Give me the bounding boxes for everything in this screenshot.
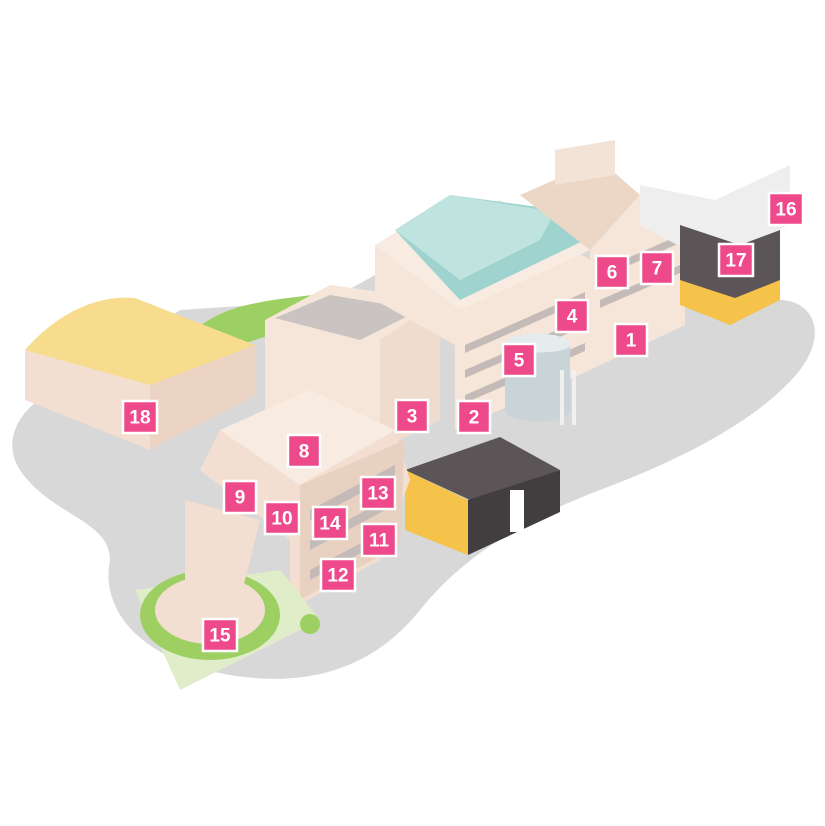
marker-label: 9 [235,488,246,509]
marker-9[interactable]: 9 [222,479,258,515]
marker-label: 18 [129,408,150,429]
marker-11[interactable]: 11 [360,522,398,558]
marker-8[interactable]: 8 [286,433,322,469]
marker-box [286,433,322,469]
marker-3[interactable]: 3 [394,398,430,434]
marker-label: 11 [369,531,390,552]
marker-13[interactable]: 13 [359,475,397,511]
marker-10[interactable]: 10 [263,500,301,536]
marker-box [554,298,590,334]
dark-annex [405,437,560,555]
marker-label: 17 [725,251,746,272]
marker-label: 13 [367,484,388,505]
marker-label: 3 [407,407,418,428]
marker-label: 12 [327,566,348,587]
marker-label: 7 [652,259,663,280]
marker-2[interactable]: 2 [456,399,492,435]
marker-box [319,557,357,593]
marker-label: 8 [299,442,310,463]
marker-box [121,399,159,435]
marker-box [201,617,239,653]
marker-box [359,475,397,511]
marker-label: 4 [567,307,578,328]
marker-box [501,342,537,378]
marker-box [263,500,301,536]
marker-1[interactable]: 1 [613,322,649,358]
marker-label: 15 [209,626,231,647]
marker-label: 6 [607,263,618,284]
marker-18[interactable]: 18 [121,399,159,435]
marker-16[interactable]: 16 [767,191,805,227]
main-building-east [520,140,685,370]
marker-box [639,250,675,286]
marker-label: 16 [775,200,796,221]
marker-17[interactable]: 17 [717,242,755,278]
marker-box [394,398,430,434]
marker-box [613,322,649,358]
marker-label: 5 [514,351,525,372]
marker-box [222,479,258,515]
marker-14[interactable]: 14 [311,505,349,541]
marker-box [360,522,398,558]
building-16-17 [640,148,790,325]
marker-box [594,254,630,290]
marker-label: 2 [469,408,480,429]
marker-label: 10 [271,509,292,530]
marker-4[interactable]: 4 [554,298,590,334]
marker-box [456,399,492,435]
marker-12[interactable]: 12 [319,557,357,593]
marker-box [717,242,755,278]
building-18 [25,297,255,450]
marker-box [767,191,805,227]
marker-5[interactable]: 5 [501,342,537,378]
marker-label: 1 [626,331,637,352]
marker-box [311,505,349,541]
marker-7[interactable]: 7 [639,250,675,286]
marker-label: 14 [319,514,341,535]
marker-15[interactable]: 15 [201,617,239,653]
marker-6[interactable]: 6 [594,254,630,290]
